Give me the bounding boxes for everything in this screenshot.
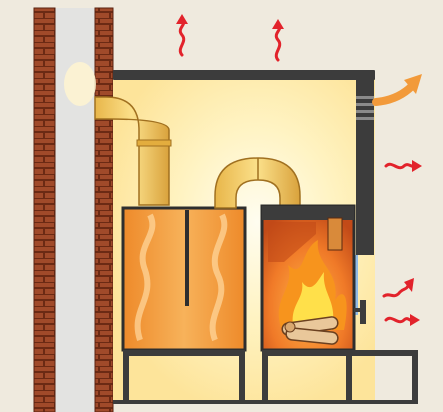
chimney-brick-wall-left: [34, 8, 55, 412]
smoke-puff: [64, 62, 96, 106]
wavy-right-arrow-icon: [386, 160, 422, 172]
curved-arrow-icon: [376, 74, 422, 102]
wavy-up-arrow-icon: [272, 19, 284, 60]
enclosure-top-plate: [113, 70, 375, 80]
chimney: [34, 8, 113, 412]
chimney-brick-wall-right: [95, 8, 113, 412]
wavy-up-arrow-icon: [176, 14, 188, 55]
enclosure-front-panel: [356, 80, 374, 255]
heat-exchanger: [123, 208, 245, 350]
wavy-right-arrow-icon: [384, 278, 414, 296]
air-inlet: [328, 218, 342, 250]
baffle: [185, 210, 189, 306]
flue-collar: [137, 140, 171, 146]
floor-line: [113, 400, 418, 404]
wavy-right-arrow-icon: [386, 314, 420, 326]
firebox: [262, 206, 366, 350]
